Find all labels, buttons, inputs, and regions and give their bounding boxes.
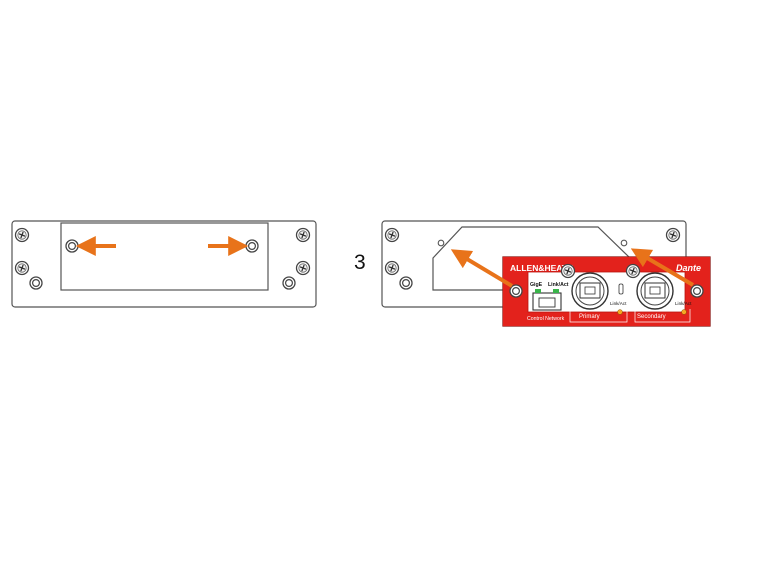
screw-icon xyxy=(295,227,311,243)
led-left xyxy=(617,309,623,315)
slot-screw-left-icon xyxy=(65,239,79,253)
left-panel xyxy=(11,220,317,308)
port-label-primary: Primary xyxy=(579,314,600,320)
ethernet-label-left: GigE xyxy=(530,282,543,288)
thumbscrew-icon xyxy=(399,276,413,290)
thumbscrew-icon xyxy=(690,284,704,298)
screw-icon xyxy=(384,260,400,276)
left-panel-slot-cover xyxy=(60,222,269,291)
screw-icon xyxy=(665,227,681,243)
led-label-right: Link/Act xyxy=(675,301,692,306)
led-right xyxy=(681,309,687,315)
screw-icon xyxy=(384,227,400,243)
arrow-icon xyxy=(630,248,695,287)
screw-icon xyxy=(295,260,311,276)
card-brand: ALLEN&HEATH xyxy=(510,263,573,273)
screw-icon xyxy=(625,263,641,279)
dante-card: ALLEN&HEATH Dante GigE Link/Act Control … xyxy=(502,256,711,327)
led-label-left: Link/Act xyxy=(610,301,627,306)
screw-icon xyxy=(14,227,30,243)
step-number: 3 xyxy=(354,251,366,274)
screw-icon xyxy=(14,260,30,276)
ethernet-label-right: Link/Act xyxy=(548,282,569,288)
status-indicator xyxy=(618,283,624,295)
ethercon-port-icon xyxy=(571,272,609,310)
card-bracket-lines xyxy=(569,309,691,323)
ethercon-port-icon xyxy=(636,272,674,310)
rj45-port-icon xyxy=(532,289,562,311)
slot-hole-left xyxy=(437,239,445,247)
dante-logo: Dante xyxy=(676,263,701,273)
screw-icon xyxy=(560,263,576,279)
slot-hole-right xyxy=(620,239,628,247)
thumbscrew-icon xyxy=(282,276,296,290)
arrow-icon xyxy=(450,249,514,288)
port-label-secondary: Secondary xyxy=(637,314,666,320)
ethernet-label-bottom: Control Network xyxy=(527,316,565,322)
slot-screw-right-icon xyxy=(245,239,259,253)
thumbscrew-icon xyxy=(509,284,523,298)
thumbscrew-icon xyxy=(29,276,43,290)
